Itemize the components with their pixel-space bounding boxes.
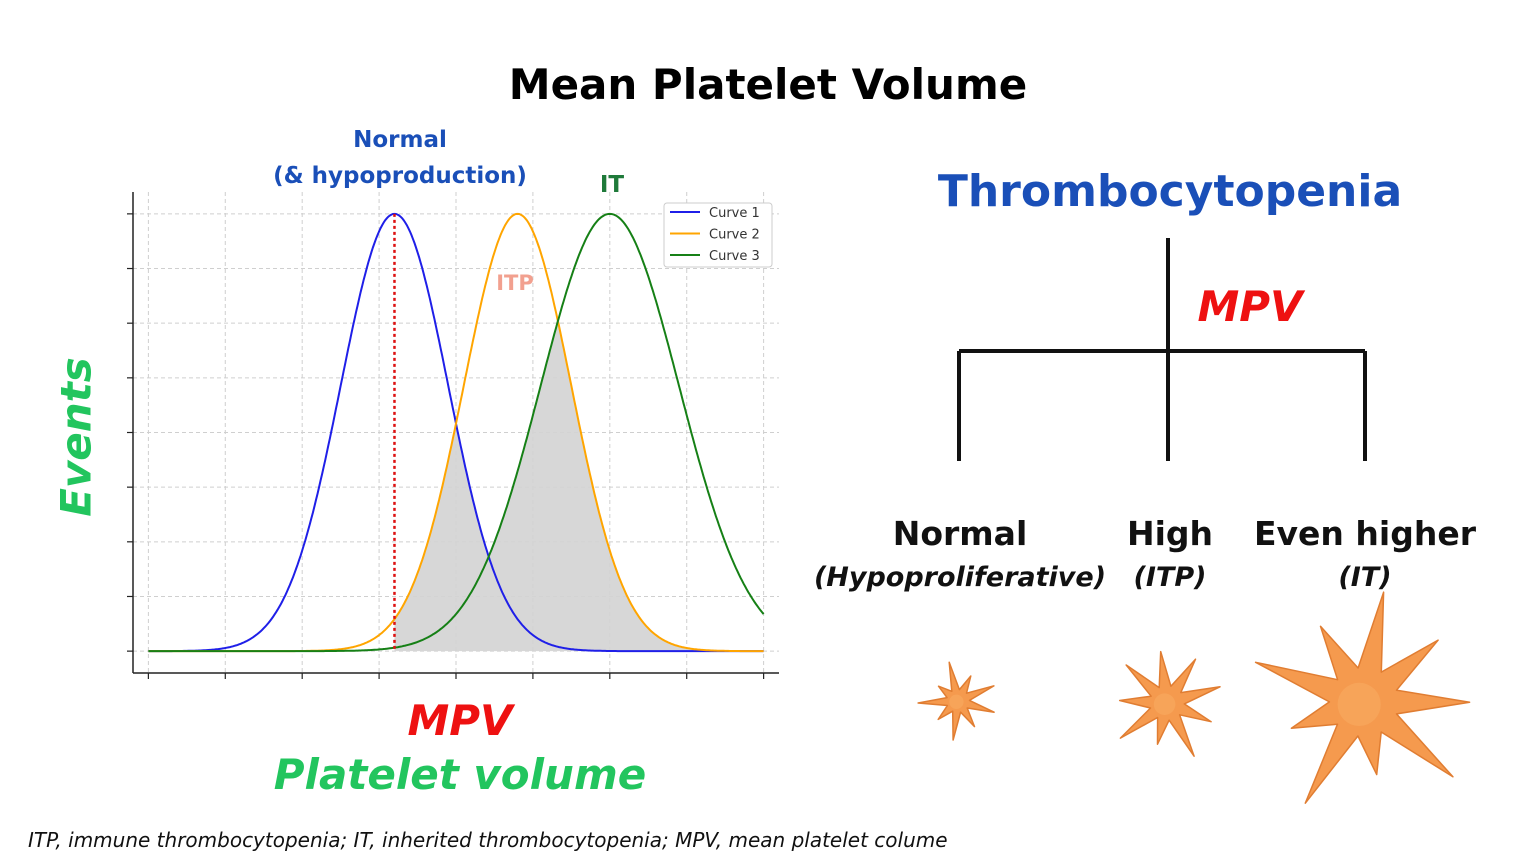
platelet-medium-center xyxy=(1153,693,1176,715)
itp-curve-annotation: ITP xyxy=(496,271,534,295)
category-high-title: High xyxy=(1126,514,1214,553)
normal-annotation-line1: Normal xyxy=(353,127,447,153)
x-axis-label-volume: Platelet volume xyxy=(273,750,647,799)
chart-axes xyxy=(127,192,779,679)
footnote: ITP, immune thrombocytopenia; IT, inheri… xyxy=(28,828,948,852)
tree-branch-label: MPV xyxy=(1197,282,1303,331)
legend-label-3: Curve 3 xyxy=(709,249,760,264)
y-axis-label: Events xyxy=(51,357,101,517)
normal-curve-annotation: Normal (& hypoproduction) xyxy=(250,122,550,194)
overlap-shaded-area xyxy=(394,322,764,652)
category-high-subtitle: (ITP) xyxy=(1133,562,1207,593)
platelet-medium xyxy=(1118,650,1221,757)
main-title: Mean Platelet Volume xyxy=(508,60,1028,109)
legend-label-1: Curve 1 xyxy=(709,206,760,221)
x-axis-label-mpv: MPV xyxy=(407,696,513,745)
platelet-large-center xyxy=(1337,682,1381,727)
category-even-higher-title: Even higher xyxy=(1254,514,1476,553)
category-normal-title: Normal xyxy=(892,514,1028,553)
chart-legend: Curve 1 Curve 2 Curve 3 xyxy=(663,202,773,268)
decision-tree-lines xyxy=(957,238,1367,461)
legend-box xyxy=(663,202,773,268)
curves xyxy=(148,212,765,653)
tree-title: Thrombocytopenia xyxy=(937,166,1403,217)
it-curve-annotation: IT xyxy=(599,172,625,198)
category-normal-subtitle: (Hypoproliferative) xyxy=(813,562,1107,593)
platelet-small-center xyxy=(949,694,964,709)
platelet-small xyxy=(917,661,995,741)
legend-label-2: Curve 2 xyxy=(709,228,760,243)
platelet-large xyxy=(1254,591,1471,804)
normal-annotation-line2: (& hypoproduction) xyxy=(273,163,527,189)
category-even-higher-subtitle: (IT) xyxy=(1338,562,1392,593)
platelet-illustrations xyxy=(917,591,1471,804)
series-line-3 xyxy=(148,212,765,653)
